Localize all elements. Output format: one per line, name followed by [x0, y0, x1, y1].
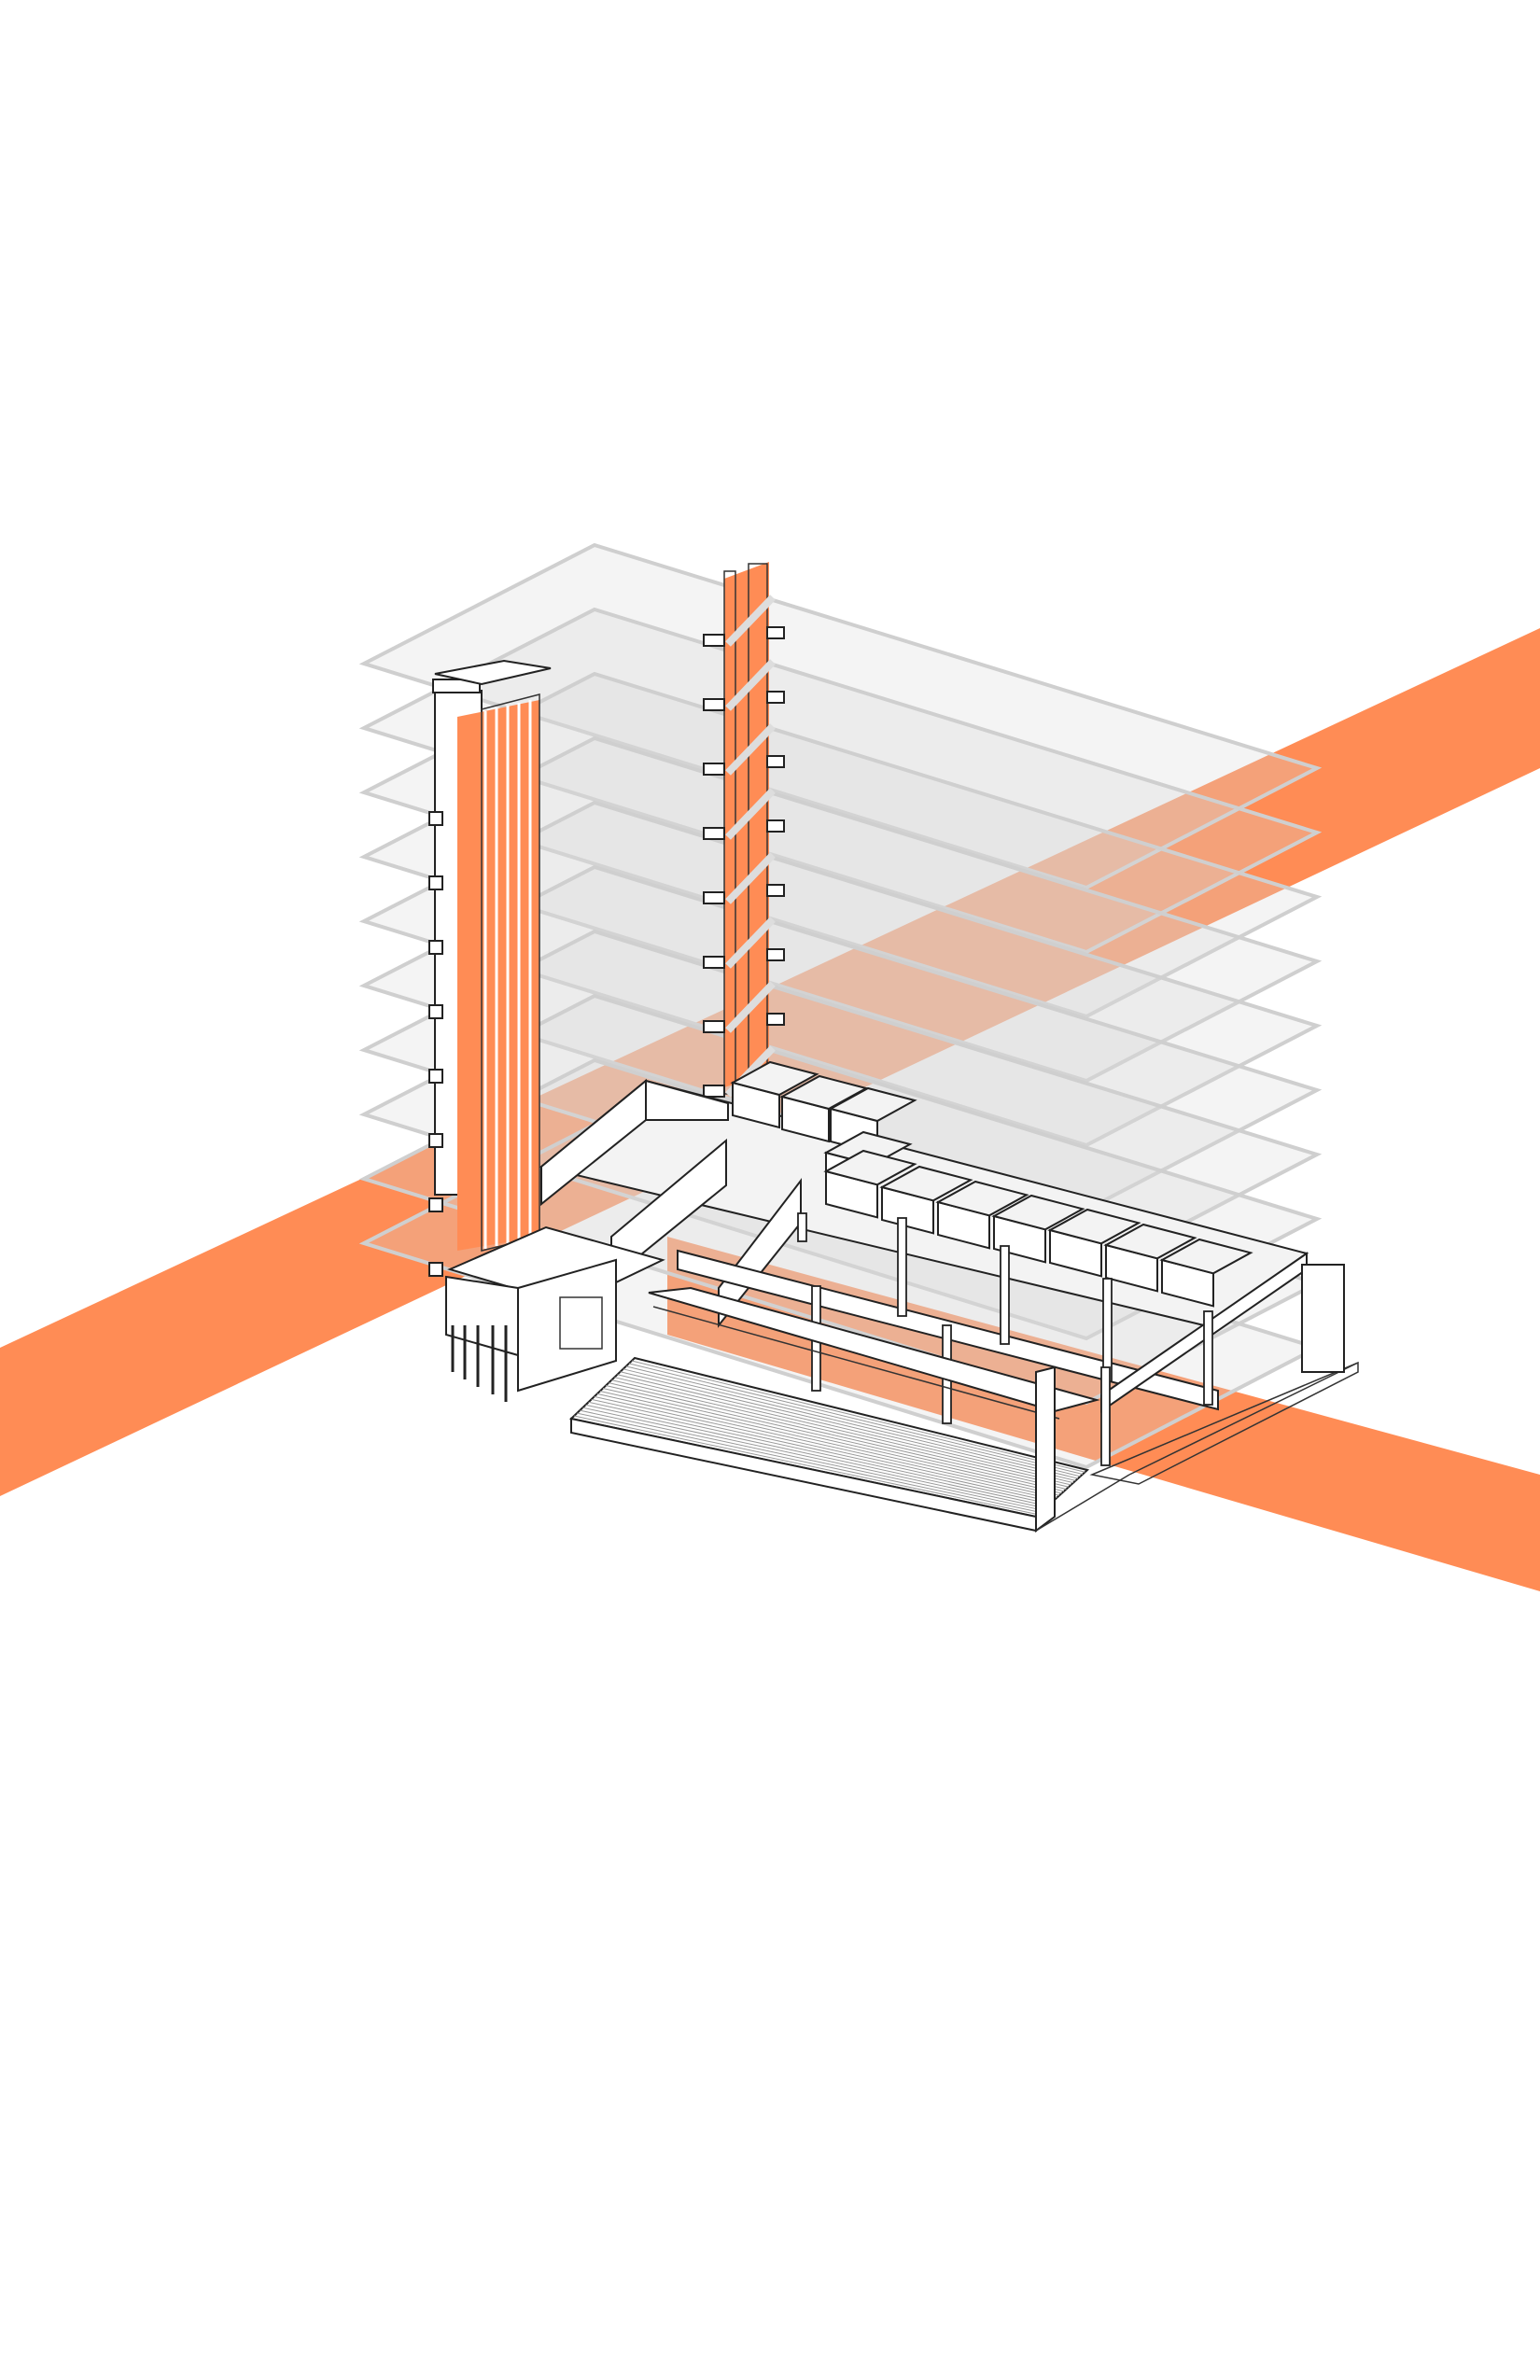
column — [797, 1212, 807, 1242]
step-line — [614, 1377, 1071, 1486]
tower-ledge — [428, 1197, 443, 1212]
landing — [703, 1020, 725, 1033]
room-top — [935, 1180, 1029, 1217]
step-line — [588, 1401, 1051, 1505]
room-top — [1103, 1223, 1197, 1260]
room-top — [730, 1060, 819, 1097]
landing — [703, 956, 725, 969]
tower-ledges — [428, 811, 443, 1277]
tower-ledge — [428, 811, 443, 826]
stepped-seating — [573, 1360, 1085, 1516]
room-top — [823, 1149, 917, 1186]
tower-ledge — [428, 1133, 443, 1148]
step-line — [585, 1404, 1048, 1507]
column — [1000, 1245, 1010, 1345]
room-top — [1047, 1208, 1141, 1245]
step-line — [631, 1360, 1085, 1473]
landing — [766, 884, 785, 897]
landing — [766, 755, 785, 768]
tower-fins — [483, 700, 532, 1249]
room-top — [879, 1165, 973, 1202]
stair-flight — [725, 595, 776, 647]
step-line — [602, 1388, 1062, 1494]
stair-flight — [725, 852, 776, 904]
room-top — [828, 1086, 917, 1123]
step-line — [617, 1374, 1074, 1484]
tower-ledge — [428, 1262, 443, 1277]
step-line — [623, 1368, 1079, 1479]
landing — [703, 827, 725, 840]
landing — [766, 626, 785, 639]
landing — [766, 819, 785, 833]
landing — [703, 891, 725, 904]
step-line — [620, 1371, 1076, 1481]
stair-flight — [725, 659, 776, 711]
step-line — [591, 1398, 1053, 1503]
step-line — [580, 1409, 1043, 1511]
stair-flight — [725, 788, 776, 840]
landing — [703, 763, 725, 776]
landing — [766, 1013, 785, 1026]
step-line — [596, 1393, 1057, 1499]
step-line — [594, 1395, 1056, 1501]
column — [897, 1217, 907, 1317]
room-top — [1159, 1238, 1253, 1275]
room-top — [991, 1194, 1085, 1231]
podium — [445, 1060, 1359, 1533]
step-line — [625, 1365, 1081, 1477]
tower-ledge — [428, 1004, 443, 1019]
landing — [703, 1085, 725, 1098]
rooms — [730, 1060, 1253, 1308]
column — [1203, 1310, 1213, 1406]
step-line — [609, 1382, 1067, 1490]
stair-flight — [725, 981, 776, 1033]
landing — [703, 634, 725, 647]
stair-flight — [725, 917, 776, 969]
floor-plate — [358, 542, 1323, 890]
step-line — [605, 1385, 1065, 1492]
tower-ledge — [428, 940, 443, 955]
column — [1100, 1366, 1111, 1466]
step-line — [577, 1412, 1042, 1513]
tower-ledge — [428, 1069, 443, 1084]
landing — [703, 698, 725, 711]
floor-plate — [358, 607, 1323, 955]
landing — [766, 691, 785, 704]
step-line — [611, 1379, 1070, 1488]
stair-flight — [725, 723, 776, 776]
step-line — [582, 1407, 1046, 1509]
step-line — [599, 1390, 1060, 1496]
piles — [451, 1325, 508, 1402]
step-line — [573, 1415, 1039, 1516]
landing — [766, 948, 785, 961]
left-tower — [428, 659, 552, 1277]
column — [1102, 1278, 1113, 1382]
step-line — [628, 1363, 1084, 1476]
tower-ledge — [428, 875, 443, 890]
